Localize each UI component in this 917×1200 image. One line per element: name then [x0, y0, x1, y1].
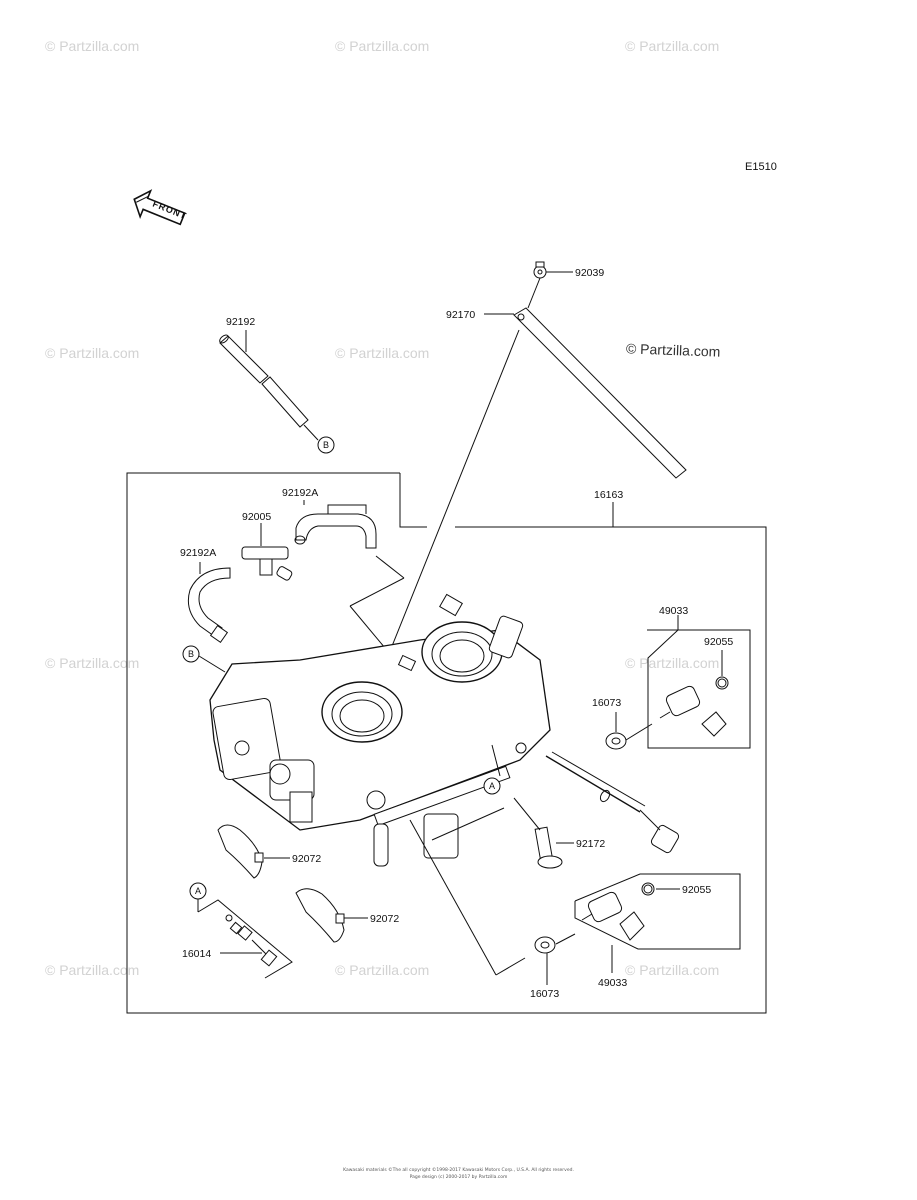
clamp-92072-a-icon: [217, 824, 264, 879]
fuel-pipe-icon: [545, 751, 680, 854]
part-label-92192: 92192: [226, 316, 255, 328]
footer-copyright: Kawasaki materials ©The all copyright ©1…: [343, 1168, 574, 1173]
callout-a-screw: A: [195, 886, 201, 896]
part-label-49033-top: 49033: [659, 605, 688, 617]
injector-49033-bottom-icon: [581, 891, 645, 941]
callout-a-body: A: [489, 781, 495, 791]
watermark: © Partzilla.com: [45, 345, 140, 361]
watermark: © Partzilla.com: [335, 962, 430, 978]
watermark: © Partzilla.com: [45, 962, 140, 978]
part-label-16073-top: 16073: [592, 697, 621, 709]
hose-92192A-left-icon: [187, 567, 231, 644]
callout-b-hose: B: [323, 440, 329, 450]
part-label-92039: 92039: [575, 267, 604, 279]
part-label-92072-b: 92072: [370, 913, 399, 925]
part-label-92055-top: 92055: [704, 636, 733, 648]
hose-92192-icon: [219, 334, 309, 428]
washer-16073-top-icon: [605, 732, 627, 750]
watermark: © Partzilla.com: [335, 38, 430, 54]
part-label-16073-bottom: 16073: [530, 988, 559, 1000]
part-label-92170: 92170: [446, 309, 475, 321]
watermark: © Partzilla.com: [625, 655, 720, 671]
washer-16073-bottom-icon: [534, 936, 556, 954]
part-label-92192A-left: 92192A: [180, 547, 216, 559]
band-92170-icon: [513, 307, 687, 479]
hose-92192A-top-icon: [294, 513, 377, 549]
t-joint-92005-icon: [241, 546, 293, 581]
injector-49033-top-icon: [659, 685, 727, 737]
part-label-16014: 16014: [182, 948, 211, 960]
part-label-49033-bottom: 49033: [598, 977, 627, 989]
watermark: © Partzilla.com: [335, 345, 430, 361]
screw-92172-icon: [534, 826, 563, 869]
assembly-outline: [126, 472, 767, 1014]
part-label-16163: 16163: [594, 489, 623, 501]
watermark: © Partzilla.com: [45, 38, 140, 54]
throttle-body-icon: [209, 593, 551, 867]
part-label-92072-a: 92072: [292, 853, 321, 865]
clip-92039-icon: [533, 261, 547, 279]
part-label-92192A-top: 92192A: [282, 487, 318, 499]
part-label-92172: 92172: [576, 838, 605, 850]
callout-b-body: B: [188, 649, 194, 659]
footer-page-design: Page design (c) 2000-2017 by Partzilla.c…: [409, 1175, 508, 1180]
clamp-92072-b-icon: [295, 888, 345, 943]
front-arrow-icon: [133, 189, 186, 226]
watermark: © Partzilla.com: [625, 38, 720, 54]
screw-16014-icon: [225, 914, 278, 967]
part-label-92055-bottom: 92055: [682, 884, 711, 896]
diagram-code: E1510: [745, 161, 777, 173]
part-label-92005: 92005: [242, 511, 271, 523]
watermark: © Partzilla.com: [45, 655, 140, 671]
watermark: © Partzilla.com: [625, 962, 720, 978]
